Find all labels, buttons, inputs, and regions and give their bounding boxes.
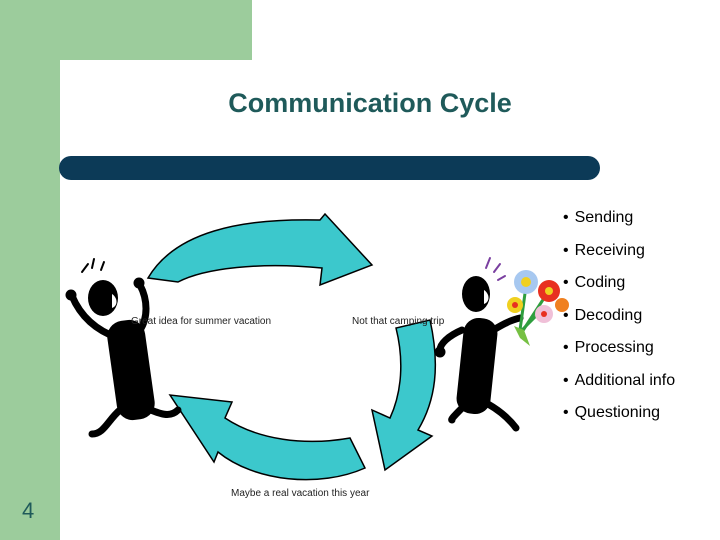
title-divider-bar <box>59 156 600 180</box>
cycle-arrow-right-icon <box>370 319 437 472</box>
slide-title: Communication Cycle <box>228 88 512 118</box>
flower-bouquet-icon <box>507 270 569 346</box>
cycle-label-bottom: Maybe a real vacation this year <box>231 488 370 499</box>
bullet-item: Questioning <box>563 400 675 433</box>
bullet-item: Receiving <box>563 238 675 271</box>
bullet-item: Decoding <box>563 303 675 336</box>
bullet-item: Coding <box>563 270 675 303</box>
stick-figure-left-icon <box>65 258 182 438</box>
left-sidebar-accent <box>0 0 60 540</box>
cycle-arrow-top-icon <box>146 212 374 287</box>
cycle-label-right: Not that camping trip <box>352 316 445 327</box>
bullet-item: Processing <box>563 335 675 368</box>
cycle-arrow-left-icon <box>168 394 367 481</box>
bullet-list: Sending Receiving Coding Decoding Proces… <box>563 205 676 433</box>
bullet-item: Sending <box>563 205 675 238</box>
cycle-label-left: Great idea for summer vacation <box>131 316 272 327</box>
stick-figure-right-icon <box>434 257 524 432</box>
bullet-item: Additional info <box>563 368 676 401</box>
page-number: 4 <box>22 498 35 523</box>
